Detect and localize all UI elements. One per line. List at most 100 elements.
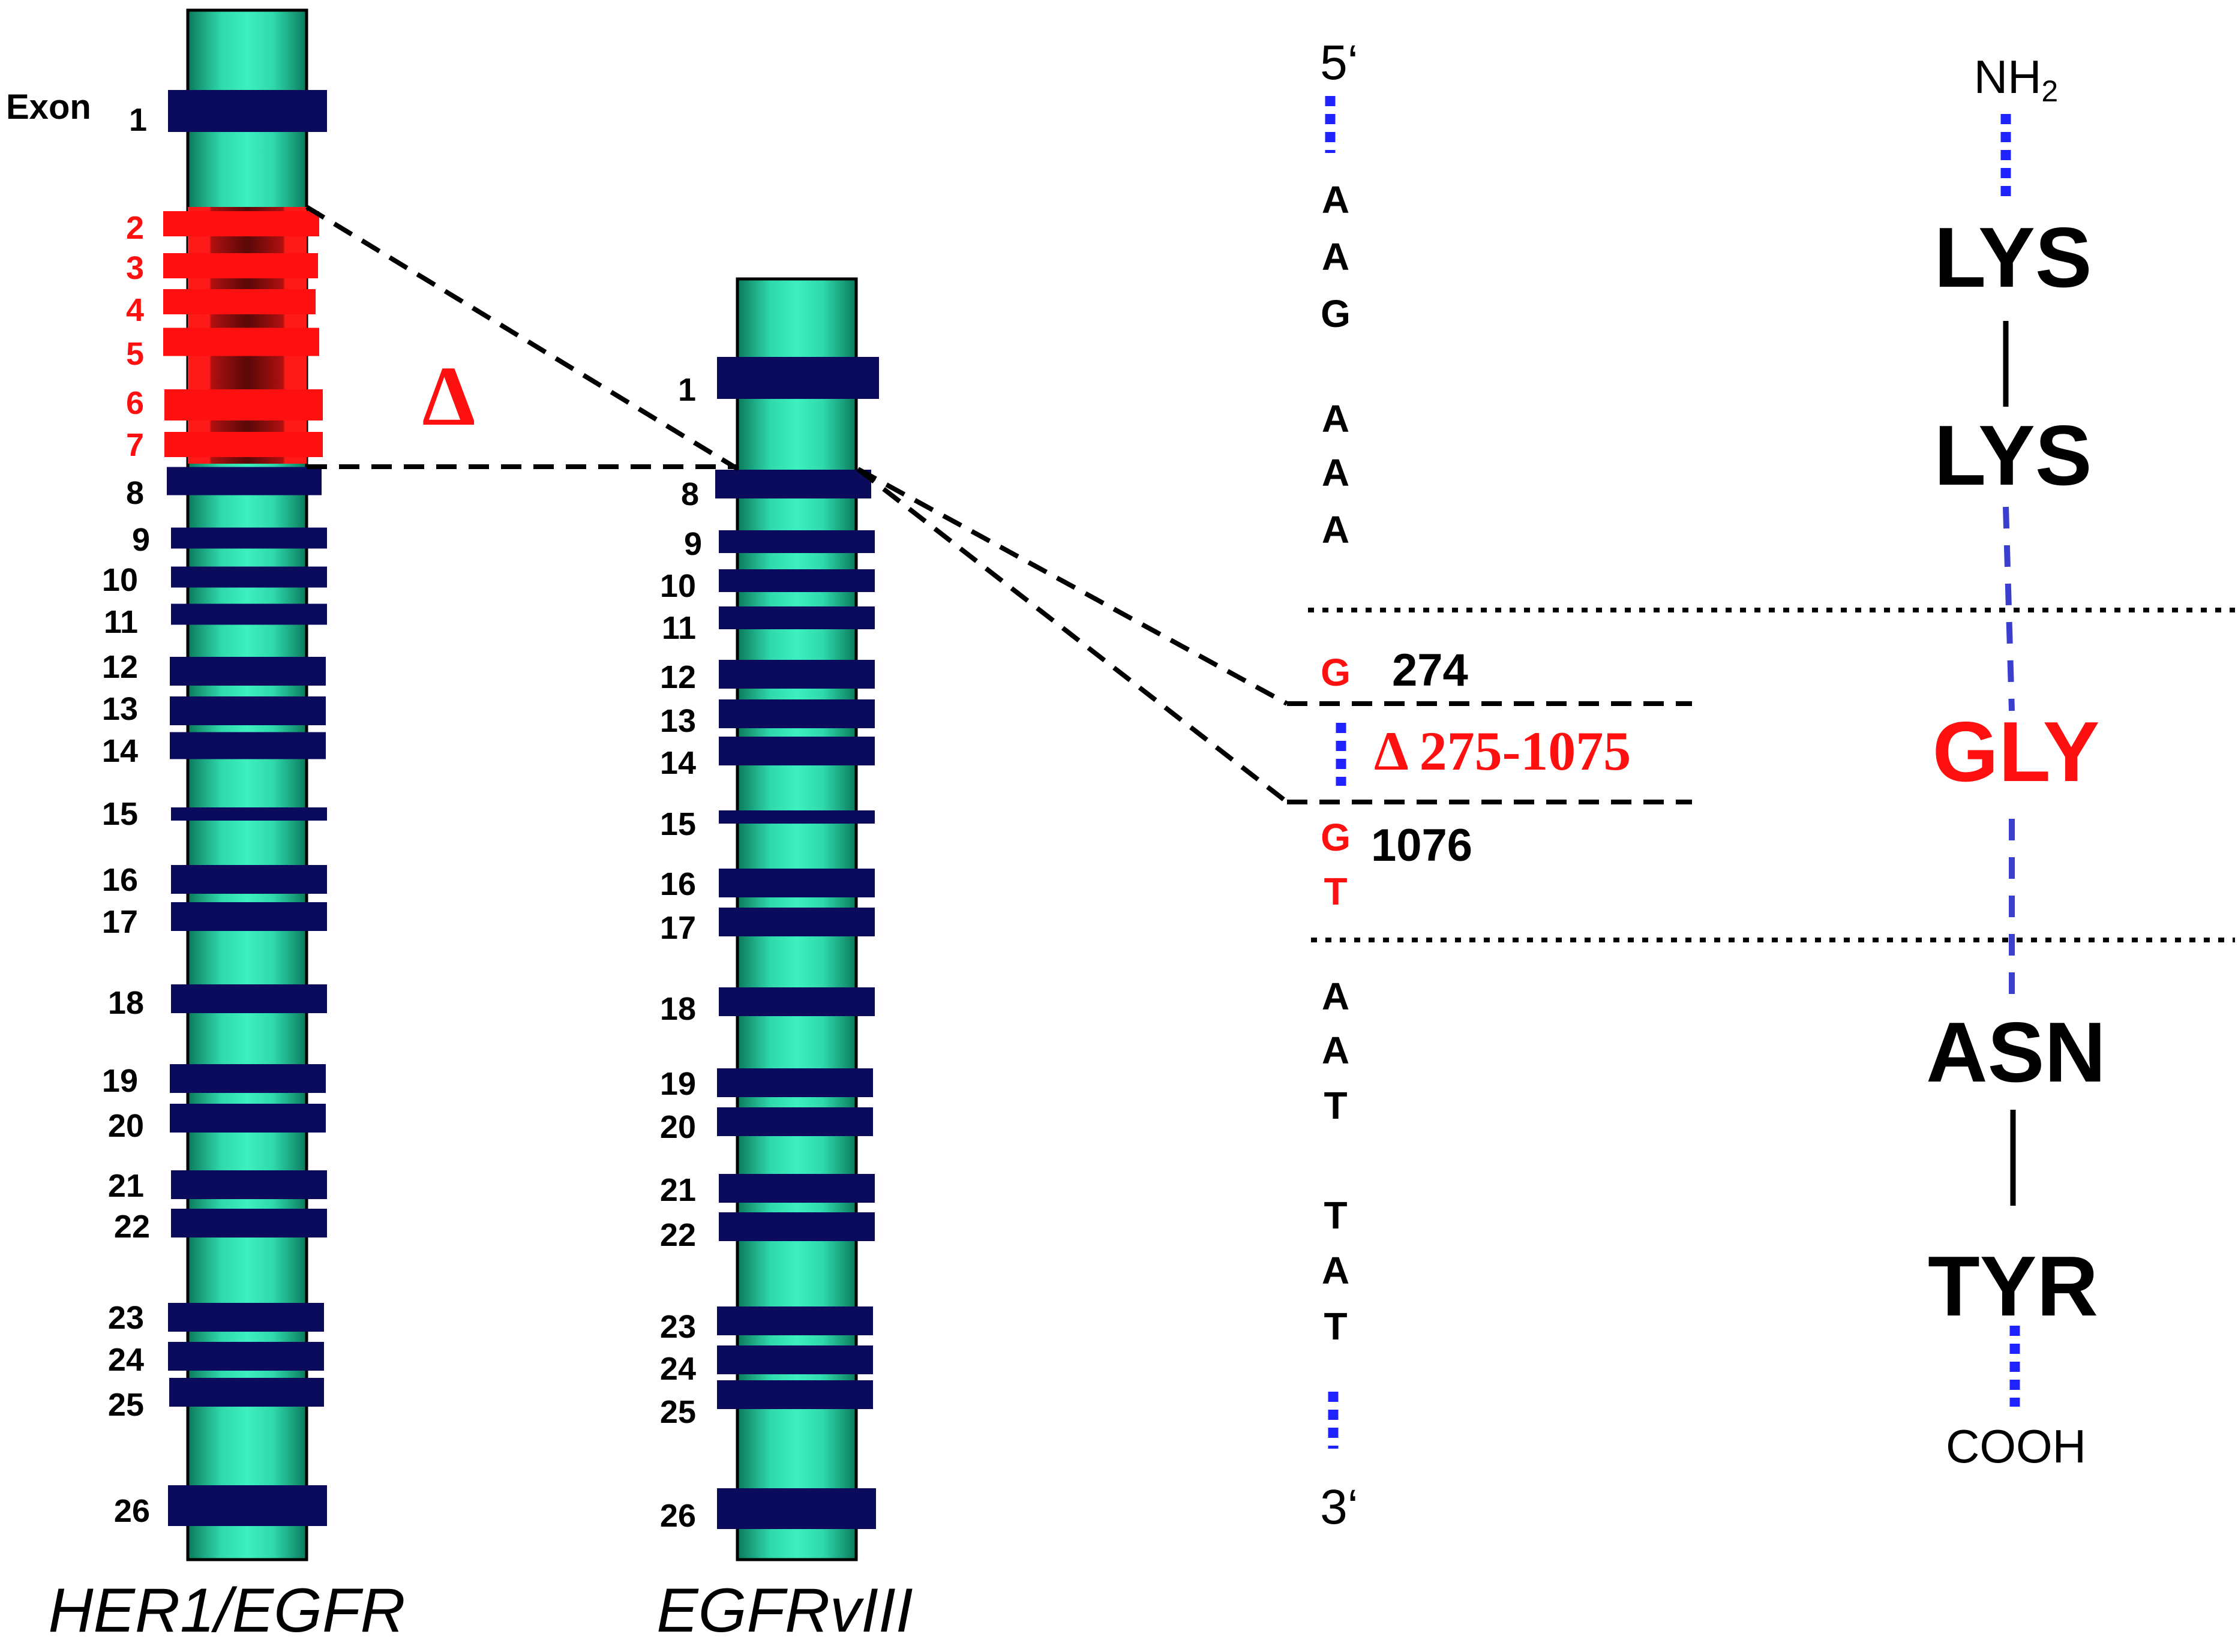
her1-exon-label-18: 18	[108, 985, 144, 1021]
codon5-base3: T	[1324, 1305, 1347, 1348]
egfrviii-exon-label-11: 11	[662, 610, 696, 646]
connector-her1-top	[305, 205, 740, 471]
codon1-base3: G	[1321, 292, 1351, 335]
her1-exon-22	[171, 1209, 327, 1238]
egfrviii-exon-17	[719, 908, 875, 936]
residue-lys-1: LYS	[1934, 210, 2092, 305]
her1-exon-1	[168, 90, 327, 132]
her1-exon-label-8: 8	[126, 475, 144, 511]
codon5-base2: A	[1322, 1249, 1349, 1292]
egfrviii-exon-1	[717, 357, 879, 399]
her1-exon-12	[170, 657, 326, 686]
egfrviii-exon-22	[719, 1212, 875, 1241]
egfrviii-exon-24	[717, 1345, 873, 1374]
five-prime-label: 5‘	[1320, 35, 1358, 90]
her1-exon-label-16: 16	[102, 862, 138, 898]
her1-exon-label-15: 15	[102, 796, 138, 832]
egfrviii-exon-label-22: 22	[660, 1217, 696, 1253]
egfrviii-exon-label-8: 8	[681, 476, 699, 512]
egfrviii-exon-label-23: 23	[660, 1309, 696, 1345]
her1-exon-label-1: 1	[129, 102, 147, 138]
egfrviii-exon-label-10: 10	[660, 568, 696, 604]
her1-exon-16	[171, 865, 327, 894]
her1-exon-5-deleted	[163, 328, 319, 356]
her1-exon-label-17: 17	[102, 904, 138, 940]
her1-exon-7-deleted	[164, 432, 323, 457]
deletion-range-label: Δ 275-1075	[1374, 720, 1631, 782]
c-terminus-label: COOH	[1946, 1420, 2086, 1473]
her1-exon-4-deleted	[163, 289, 316, 314]
her1-exon-label-23: 23	[108, 1300, 144, 1336]
egfrviii-exon-23	[717, 1306, 873, 1335]
her1-exon-17	[171, 902, 327, 931]
her1-exon-label-20: 20	[108, 1108, 144, 1144]
backbone-dash-upper	[2003, 506, 2015, 711]
egfrviii-exon-label-21: 21	[660, 1172, 696, 1208]
her1-exon-18	[171, 984, 327, 1013]
her1-exon-14	[170, 732, 326, 759]
residue-lys-2: LYS	[1934, 408, 2092, 503]
junction-top-position: 274	[1392, 645, 1468, 696]
egfrviii-exon-12	[719, 660, 875, 689]
egfrviii-exon-label-12: 12	[660, 659, 696, 695]
codon2-base3: A	[1322, 508, 1349, 551]
her1-exon-11	[171, 603, 327, 625]
her1-exon-label-11: 11	[104, 604, 138, 640]
egfrviii-exon-19	[717, 1068, 873, 1097]
codon1-base2: A	[1322, 235, 1349, 278]
her1-exon-21	[171, 1170, 327, 1199]
codon2-base1: A	[1322, 397, 1349, 440]
junction-bottom-base1: G	[1321, 816, 1351, 859]
protein-sequence: NH2 LYS LYS GLY ASN TYR COOH	[1926, 50, 2106, 1473]
her1-exon-23	[168, 1303, 324, 1332]
her1-exon-15	[171, 807, 327, 821]
junction-bottom-base2: T	[1324, 870, 1347, 913]
egfrviii-exon-13	[719, 699, 875, 728]
egfrviii-exon-label-15: 15	[660, 806, 696, 842]
her1-exon-label-24: 24	[108, 1342, 144, 1378]
egfrviii-exon-25	[717, 1380, 873, 1409]
connector-v3-to-1076	[856, 467, 1289, 804]
her1-exon-10	[171, 566, 327, 588]
her1-exon-label-21: 21	[108, 1168, 144, 1204]
egfrviii-exon-11	[719, 606, 875, 629]
n-terminus-label: NH2	[1974, 50, 2058, 108]
delta-symbol: Δ	[422, 349, 475, 443]
egfrviii-exon-15	[719, 810, 875, 824]
egfrviii-exon-26	[717, 1488, 876, 1529]
codon-boundaries	[1308, 608, 2235, 942]
codon4-base1: A	[1322, 975, 1349, 1018]
codon4-base3: T	[1324, 1084, 1347, 1127]
egfrviii-exon-21	[719, 1174, 875, 1203]
deletion-connectors	[305, 205, 1692, 804]
her1-exon-24	[168, 1342, 324, 1371]
egfrviii-exon-label-9: 9	[684, 526, 702, 562]
egfrviii-exon-label-19: 19	[660, 1066, 696, 1102]
her1-exon-label-4: 4	[126, 292, 144, 328]
her1-exon-19	[170, 1064, 326, 1093]
her1-exon-label-14: 14	[102, 733, 138, 769]
egfrviii-exon-14	[719, 737, 875, 765]
her1-exon-label-9: 9	[132, 522, 150, 558]
exon-prefix-label: Exon	[6, 88, 91, 127]
egfrviii-exon-label-16: 16	[660, 866, 696, 902]
her1-exon-label-10: 10	[102, 562, 138, 598]
her1-exon-labels: Exon 12345678910111213141516171819202122…	[6, 88, 150, 1529]
her1-exon-label-12: 12	[102, 649, 138, 685]
her1-exon-6-deleted	[164, 389, 323, 420]
egfrviii-exon-label-13: 13	[660, 703, 696, 739]
her1-exon-26	[168, 1485, 327, 1526]
codon1-base1: A	[1322, 178, 1349, 221]
codon2-base2: A	[1322, 451, 1349, 494]
her1-exon-label-25: 25	[108, 1387, 144, 1423]
three-prime-label: 3‘	[1320, 1480, 1358, 1534]
her1-exons	[163, 90, 327, 1526]
egfrviii-exons	[715, 357, 879, 1529]
connector-v3-to-274	[857, 467, 1288, 706]
egfrviii-exon-16	[719, 869, 875, 897]
egfrviii-exon-label-20: 20	[660, 1109, 696, 1145]
residue-gly: GLY	[1933, 704, 2100, 800]
junction-top-base: G	[1321, 651, 1351, 694]
